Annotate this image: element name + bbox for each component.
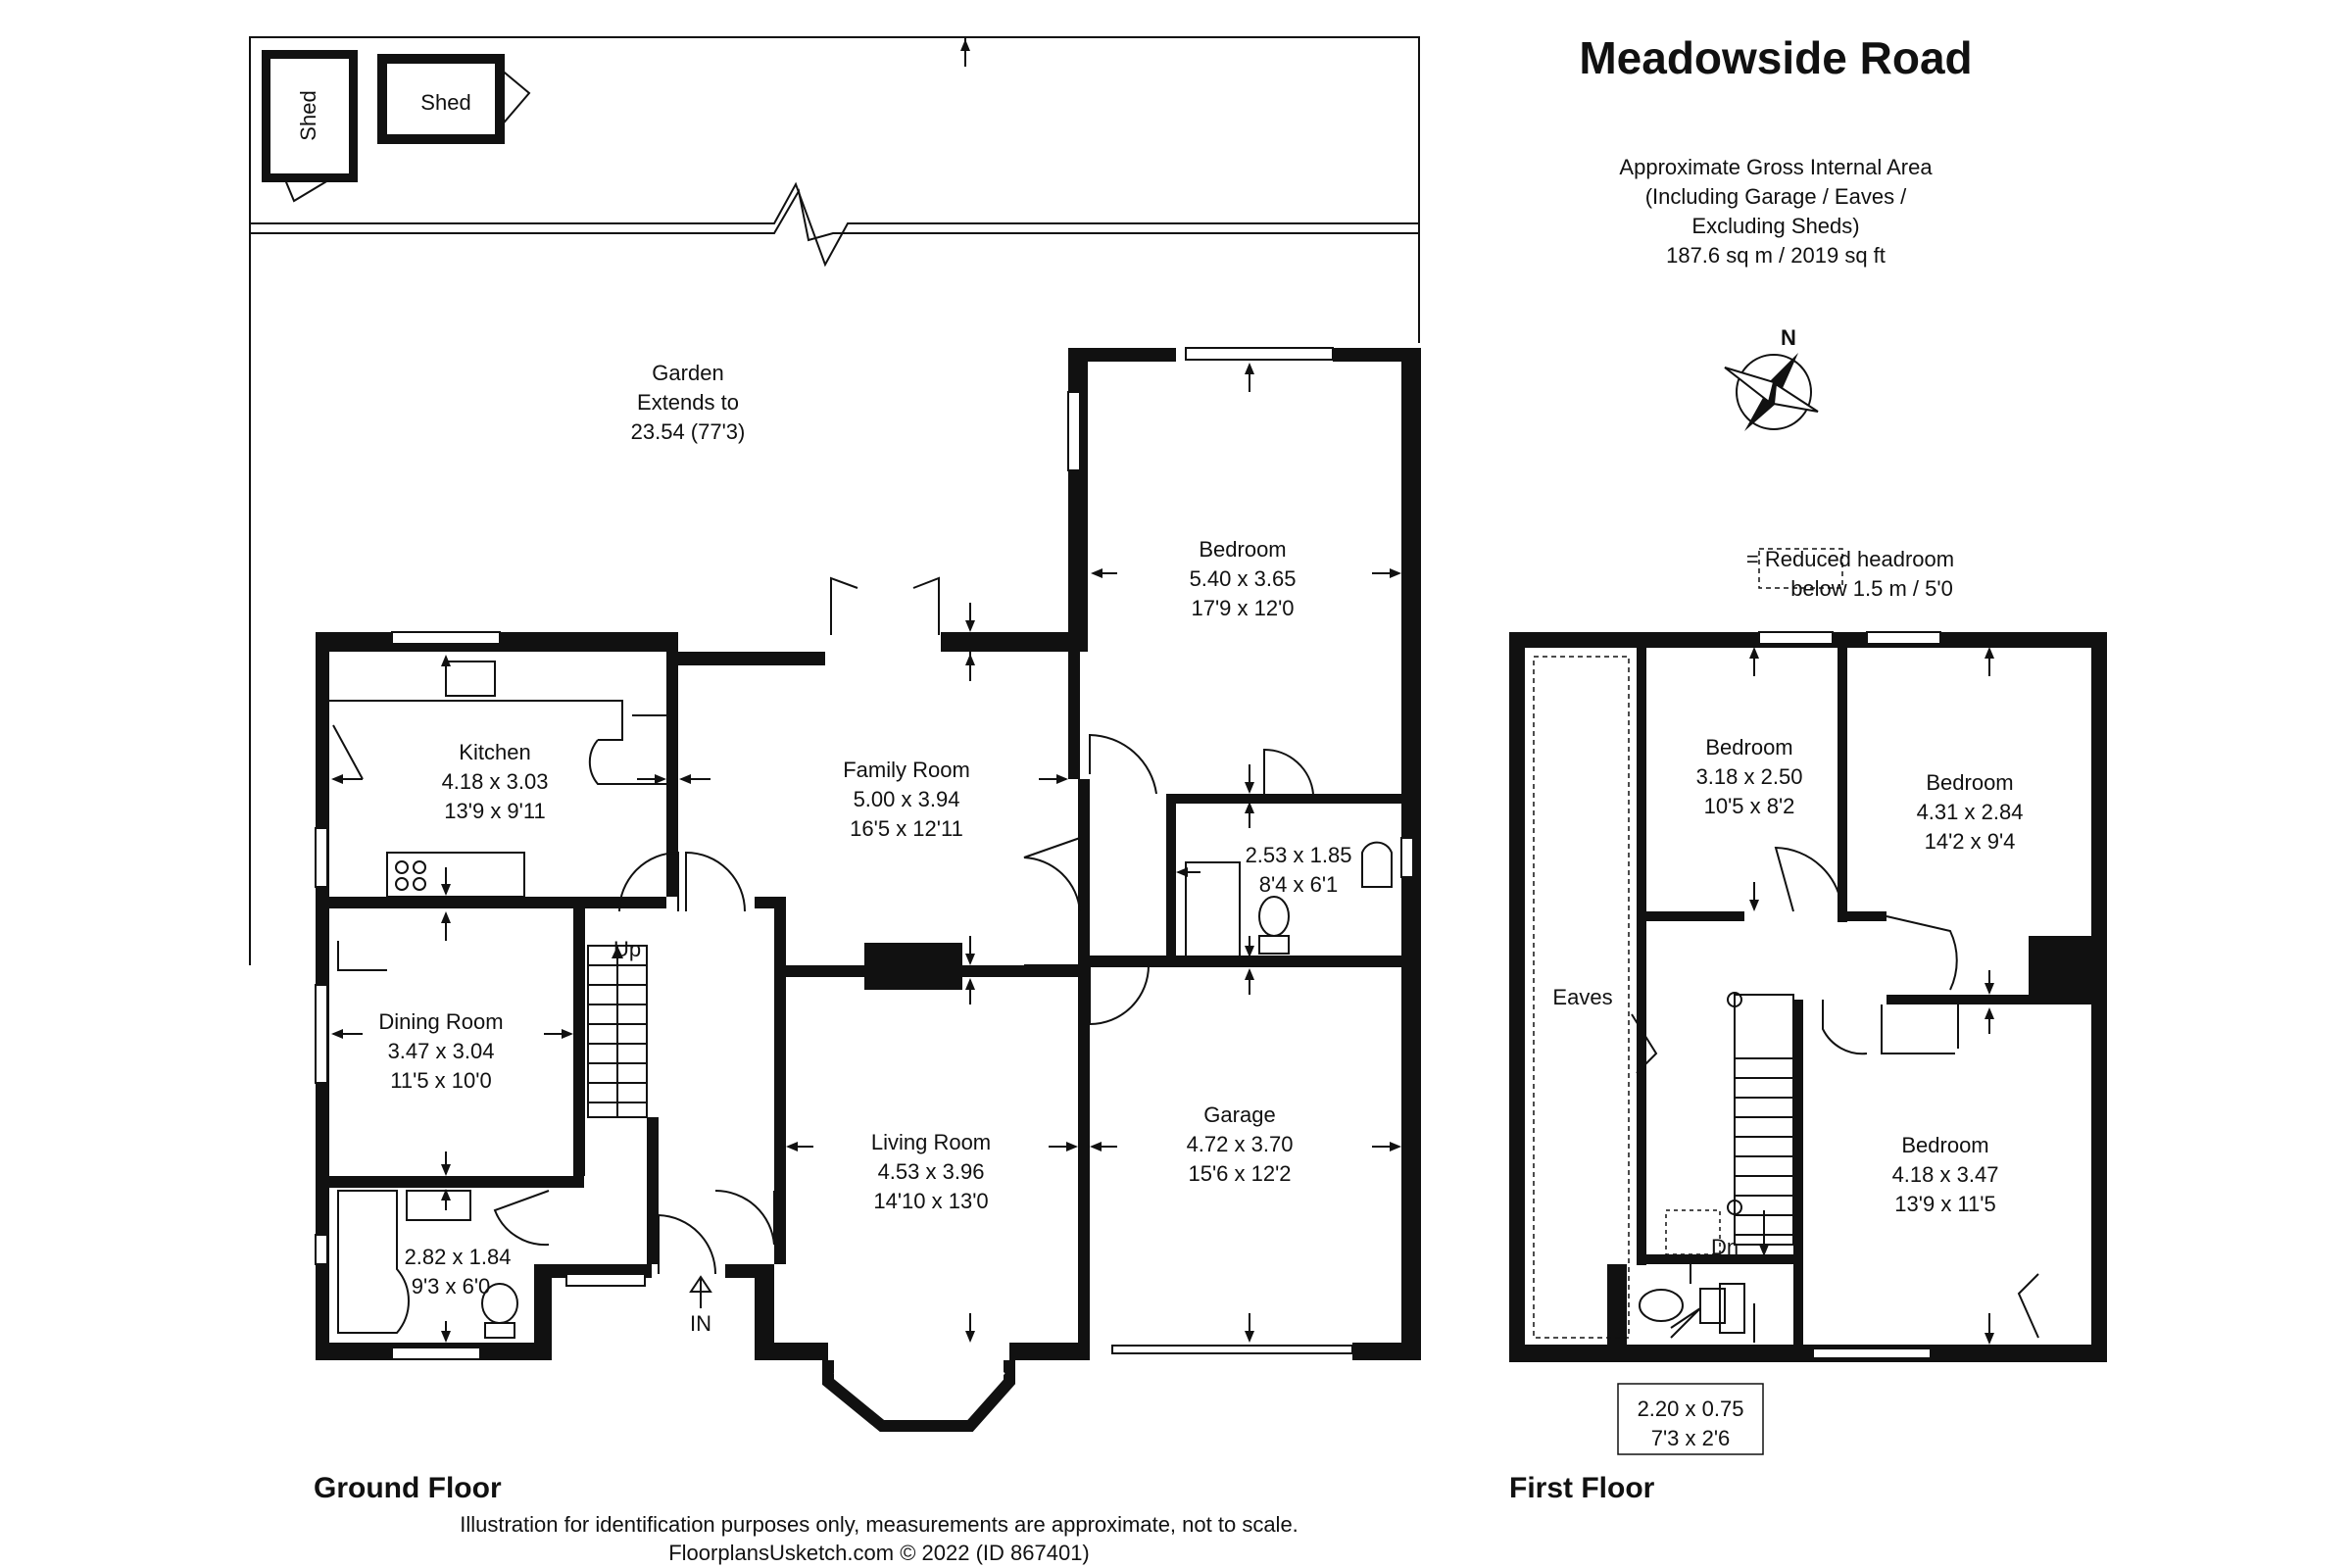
garden-boundary — [249, 36, 1420, 965]
ground-floor-label: Ground Floor — [314, 1472, 502, 1504]
stairs-down-label: Dn — [1711, 1235, 1739, 1259]
first-floor-doors — [1631, 846, 2039, 1339]
ground-floor-walls — [316, 348, 1421, 1360]
measurement-arrows — [331, 363, 1994, 1345]
room-imperial: 8'4 x 6'1 — [1259, 872, 1339, 897]
eaves-area — [1533, 656, 1630, 1339]
first-floor-stairs — [1665, 992, 1794, 1256]
ground-floor-windows — [315, 347, 1414, 1360]
room-metric: 3.47 x 3.04 — [388, 1039, 495, 1063]
area-line3: Excluding Sheds) — [1691, 214, 1859, 238]
eaves-label: Eaves — [1552, 985, 1612, 1009]
room-imperial: 13'9 x 11'5 — [1894, 1192, 1995, 1216]
garden-line1: Garden — [652, 361, 723, 385]
bay-window — [822, 1360, 1015, 1432]
room-metric: 2.82 x 1.84 — [405, 1245, 512, 1269]
wc-callout-box — [1617, 1383, 1764, 1455]
stairs-up-label: Up — [613, 937, 641, 961]
room-imperial: 14'10 x 13'0 — [873, 1189, 988, 1213]
room-metric: 5.00 x 3.94 — [854, 787, 960, 811]
room-imperial: 10'5 x 8'2 — [1704, 794, 1795, 818]
area-line1: Approximate Gross Internal Area — [1619, 155, 1933, 179]
room-metric: 4.72 x 3.70 — [1187, 1132, 1294, 1156]
ground-floor-doors — [332, 576, 1314, 1275]
kitchen-fittings — [329, 661, 666, 898]
compass-icon — [1724, 353, 1819, 431]
first-floor-wc-fittings — [1639, 1283, 1745, 1339]
room-imperial: 16'5 x 12'11 — [850, 816, 963, 841]
room-name: Living Room — [871, 1130, 991, 1154]
room-metric: 4.18 x 3.47 — [1892, 1162, 1999, 1187]
wc-imperial: 7'3 x 2'6 — [1651, 1426, 1731, 1450]
room-metric: 3.18 x 2.50 — [1696, 764, 1803, 789]
bathroom-fittings — [337, 1190, 518, 1339]
room-imperial: 13'9 x 9'11 — [444, 799, 545, 823]
room-metric: 4.18 x 3.03 — [442, 769, 549, 794]
wc-metric: 2.20 x 0.75 — [1638, 1396, 1744, 1421]
compass-label: N — [1781, 325, 1796, 350]
room-name: Family Room — [843, 758, 970, 782]
legend-line1: = Reduced headroom — [1746, 547, 1954, 571]
room-name: Bedroom — [1705, 735, 1792, 760]
entrance-label: IN — [690, 1311, 711, 1336]
room-name: Bedroom — [1199, 537, 1286, 562]
room-metric: 4.53 x 3.96 — [878, 1159, 985, 1184]
room-imperial: 9'3 x 6'0 — [412, 1274, 491, 1298]
garden-line3: 23.54 (77'3) — [631, 419, 746, 444]
shed-label: Shed — [296, 90, 320, 140]
first-floor-label: First Floor — [1509, 1472, 1655, 1504]
reduced-headroom-swatch — [1758, 548, 1843, 589]
room-imperial: 14'2 x 9'4 — [1925, 829, 2016, 854]
room-name: Bedroom — [1901, 1133, 1988, 1157]
room-imperial: 11'5 x 10'0 — [390, 1068, 491, 1093]
footer-disclaimer: Illustration for identification purposes… — [460, 1512, 1298, 1537]
shed-right — [377, 54, 531, 144]
room-name: Dining Room — [378, 1009, 503, 1034]
page-title: Meadowside Road — [1579, 32, 1972, 83]
room-name: Bedroom — [1926, 770, 2013, 795]
room-metric: 5.40 x 3.65 — [1190, 566, 1297, 591]
room-metric: 2.53 x 1.85 — [1246, 843, 1352, 867]
wc-fittings — [1185, 841, 1393, 961]
room-metric: 4.31 x 2.84 — [1917, 800, 2024, 824]
shed-label: Shed — [420, 90, 470, 115]
room-name: Kitchen — [459, 740, 530, 764]
shed-left — [262, 50, 358, 203]
room-imperial: 15'6 x 12'2 — [1188, 1161, 1291, 1186]
garden-line2: Extends to — [637, 390, 739, 415]
area-line4: 187.6 sq m / 2019 sq ft — [1666, 243, 1886, 268]
room-imperial: 17'9 x 12'0 — [1191, 596, 1294, 620]
footer-credit: FloorplansUsketch.com © 2022 (ID 867401) — [668, 1541, 1090, 1565]
ground-stairs — [587, 945, 648, 1118]
area-line2: (Including Garage / Eaves / — [1645, 184, 1907, 209]
first-floor-windows — [1758, 631, 1941, 1359]
room-name: Garage — [1203, 1102, 1275, 1127]
legend-line2: below 1.5 m / 5'0 — [1790, 576, 1953, 601]
